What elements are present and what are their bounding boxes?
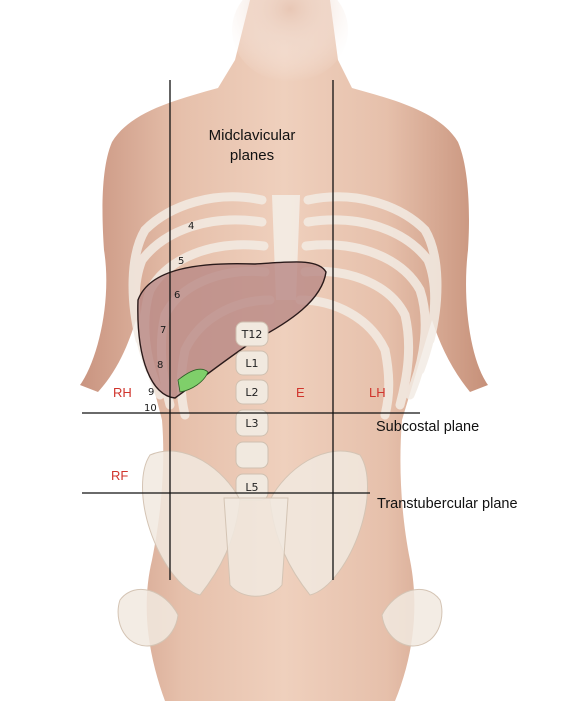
rib-number-9: 9 bbox=[148, 387, 154, 398]
region-lh: LH bbox=[369, 385, 386, 400]
transtubercular-plane-label: Transtubercular plane bbox=[377, 496, 518, 512]
rib-number-8: 8 bbox=[157, 360, 163, 371]
rib-number-4: 4 bbox=[188, 221, 194, 232]
rib-number-5: 5 bbox=[178, 256, 184, 267]
vertebra-l1: L1 bbox=[245, 357, 258, 370]
region-e: E bbox=[296, 385, 305, 400]
rib-number-7: 7 bbox=[160, 325, 166, 336]
vertebra-t12: T12 bbox=[241, 328, 263, 341]
rib-number-6: 6 bbox=[174, 290, 180, 301]
midclavicular-label-line1: Midclavicular bbox=[209, 127, 296, 144]
subcostal-plane-label: Subcostal plane bbox=[376, 419, 479, 435]
midclavicular-label-line2: planes bbox=[230, 147, 274, 164]
vertebra-l2: L2 bbox=[245, 386, 258, 399]
region-rf: RF bbox=[111, 468, 128, 483]
rib-number-10: 10 bbox=[144, 403, 157, 414]
vertebra-l3: L3 bbox=[245, 417, 258, 430]
vertebra-l5: L5 bbox=[245, 481, 258, 494]
region-rh: RH bbox=[113, 385, 132, 400]
